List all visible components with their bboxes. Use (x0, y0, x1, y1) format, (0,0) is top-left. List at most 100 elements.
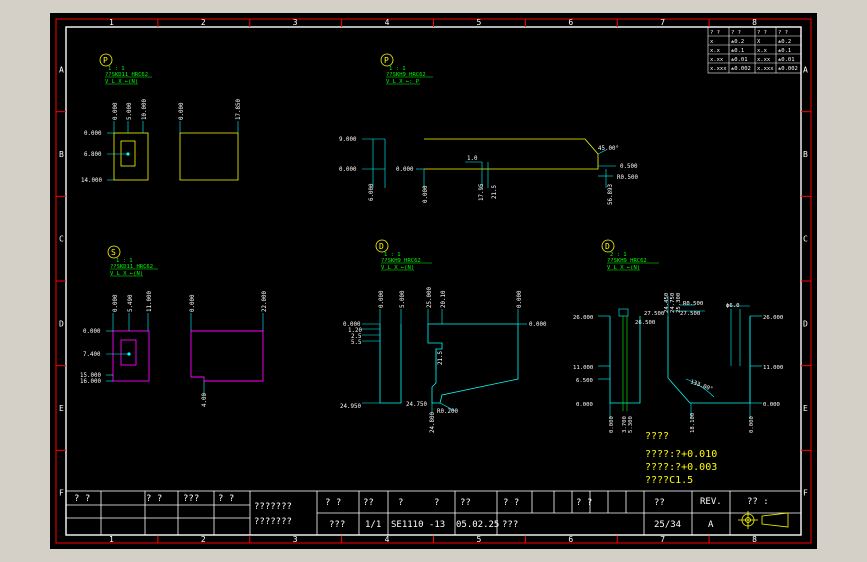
svg-text:??SKD11 HRC62: ??SKD11 HRC62 (110, 264, 153, 270)
svg-text:1.20: 1.20 (348, 328, 362, 334)
tol-cell: ±0.2 (731, 39, 744, 45)
svg-text:0.000: 0.000 (179, 102, 185, 120)
svg-text:V L X ←(N): V L X ←(N) (110, 271, 143, 277)
svg-text:16.000: 16.000 (80, 379, 101, 385)
tol-cell: x.xxx (757, 66, 774, 72)
svg-text:1 : 1: 1 : 1 (108, 66, 125, 72)
view-d1: D 1 : 1 ??SKH9 HRC62 V L X ←(N) 0.000 5.… (340, 239, 547, 433)
svg-text:R0.200: R0.200 (437, 409, 458, 415)
svg-text:2 : 1: 2 : 1 (610, 252, 627, 258)
svg-text:10.000: 10.000 (142, 99, 148, 120)
svg-text:??: ?? (460, 498, 471, 508)
svg-text:24.450: 24.450 (664, 293, 670, 313)
zone-col-top: 1 (109, 18, 114, 27)
tol-cell: x.xxx (710, 66, 727, 72)
svg-text:25.300: 25.300 (676, 293, 682, 313)
svg-text:????C1.5: ????C1.5 (645, 475, 693, 486)
zone-row-left: C (59, 235, 64, 244)
tol-cell: ? ? (778, 30, 788, 36)
svg-text:0.000: 0.000 (529, 322, 547, 328)
svg-text:11.000: 11.000 (763, 365, 783, 371)
svg-text:25.000: 25.000 (427, 287, 433, 308)
zone-col-bottom: 2 (201, 535, 206, 544)
svg-text:0.000: 0.000 (190, 294, 196, 312)
svg-text:0.500: 0.500 (620, 164, 638, 170)
zone-row-left: F (59, 489, 64, 498)
zone-col-top: 8 (752, 18, 757, 27)
view-d2: D 2 : 1 ??SKH9 HRC62 V L X ←(N) 24.450 2… (573, 239, 783, 433)
view-p1-label: P (103, 56, 108, 65)
svg-text:27.500: 27.500 (680, 311, 700, 317)
svg-text:21.5: 21.5 (438, 351, 444, 365)
zone-col-bottom: 6 (568, 535, 573, 544)
svg-text:133.00°: 133.00° (689, 379, 713, 393)
svg-text:7.400: 7.400 (83, 352, 101, 358)
tol-cell: ±0.2 (778, 39, 791, 45)
tb-hdr-0: ? ? (74, 494, 90, 504)
svg-text:0.000: 0.000 (343, 322, 361, 328)
svg-text:0.000: 0.000 (423, 185, 429, 203)
zone-row-left: E (59, 404, 64, 413)
svg-text:2.5: 2.5 (351, 334, 362, 340)
zone-row-left: B (59, 150, 64, 159)
tol-cell: x.xx (757, 57, 771, 63)
svg-text:6.800: 6.800 (84, 152, 102, 158)
svg-text:9.000: 9.000 (339, 137, 357, 143)
view-s: S 1 : 1 ??SKD11 HRC62 V L X ←(N) 0.000 5… (80, 245, 268, 407)
tol-cell: ±0.1 (778, 48, 791, 54)
zone-col-bottom: 3 (293, 535, 298, 544)
tb-right-hdr: ?? : (747, 497, 769, 507)
tb-val-1: 1/1 (365, 520, 381, 530)
svg-text:5.300: 5.300 (628, 416, 634, 433)
svg-text:22.000: 22.000 (262, 291, 268, 312)
tb-label-a: ??????? (254, 502, 292, 512)
svg-text:24.750: 24.750 (406, 402, 427, 408)
tb-rev-hdr: REV. (700, 497, 722, 507)
zone-col-top: 3 (293, 18, 298, 27)
tol-cell: ? ? (731, 30, 741, 36)
svg-text:0.000: 0.000 (339, 167, 357, 173)
tb-hdr-1: ? ? (146, 494, 162, 504)
svg-text:26.000: 26.000 (573, 315, 593, 321)
tol-cell: ±0.1 (731, 48, 744, 54)
svg-text:21.5: 21.5 (492, 185, 498, 199)
svg-text:R0.500: R0.500 (683, 301, 703, 307)
tol-cell: ±0.002 (778, 66, 798, 72)
svg-text:5.000: 5.000 (127, 102, 133, 120)
svg-text:20.10: 20.10 (441, 290, 447, 308)
tol-cell: x (710, 39, 714, 45)
svg-text:15.000: 15.000 (80, 373, 101, 379)
svg-text:3.700: 3.700 (622, 416, 628, 433)
tb-val-4: ??? (502, 520, 518, 530)
projection-symbol (738, 511, 789, 529)
zone-col-bottom: 8 (752, 535, 757, 544)
svg-text:????: ???? (645, 431, 669, 442)
tol-cell: ? ? (710, 30, 720, 36)
tol-cell: X (757, 39, 761, 45)
view-p2: P 1 : 1 ??SKH9 HRC62 V L X ←: P 9.000 0.… (339, 53, 638, 205)
tb-val-0: ??? (329, 520, 345, 530)
svg-text:S: S (111, 248, 116, 257)
svg-text:V L X ←(N): V L X ←(N) (607, 265, 640, 271)
svg-text:????:?+0.003: ????:?+0.003 (645, 462, 717, 473)
svg-text:0.000: 0.000 (576, 402, 593, 408)
zone-col-bottom: 7 (660, 535, 665, 544)
tol-cell: x.xx (710, 57, 724, 63)
zone-row-right: F (803, 489, 808, 498)
tol-cell: ±0.01 (731, 57, 748, 63)
zone-row-right: B (803, 150, 808, 159)
svg-text:????:?+0.010: ????:?+0.010 (645, 449, 717, 460)
svg-text:0.000: 0.000 (609, 416, 615, 433)
svg-text:24.950: 24.950 (340, 404, 361, 410)
svg-text:27.500: 27.500 (644, 311, 664, 317)
zone-col-bottom: 4 (385, 535, 390, 544)
svg-text:0.000: 0.000 (379, 290, 385, 308)
svg-text:4.00: 4.00 (202, 393, 208, 407)
svg-text:?: ? (398, 498, 403, 508)
svg-text:D: D (605, 242, 610, 251)
tol-cell: ? ? (757, 30, 767, 36)
svg-text:P: P (384, 56, 389, 65)
tolerance-table (707, 26, 802, 74)
svg-text:6.000: 6.000 (369, 183, 375, 201)
